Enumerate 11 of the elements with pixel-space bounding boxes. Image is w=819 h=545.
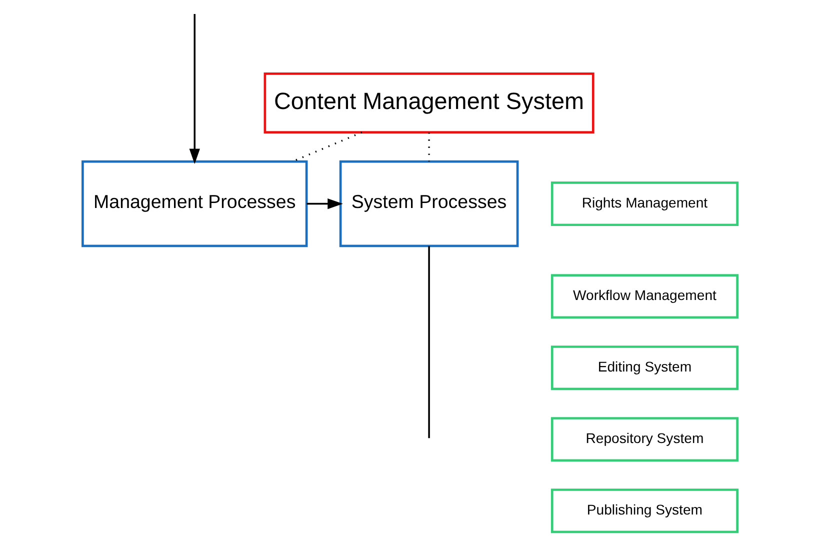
node-box: Workflow Management — [550, 274, 738, 319]
node-box: Management Processes — [81, 160, 308, 248]
node-box: System Processes — [338, 160, 518, 248]
node-box: Content Management System — [263, 72, 594, 134]
node-box: Repository System — [550, 417, 738, 462]
arrow — [188, 14, 200, 164]
node-box: Rights Management — [550, 182, 738, 226]
arrow — [306, 198, 342, 210]
node-box: Editing System — [550, 346, 738, 390]
node-box: Publishing System — [550, 488, 738, 534]
connector — [428, 246, 430, 438]
